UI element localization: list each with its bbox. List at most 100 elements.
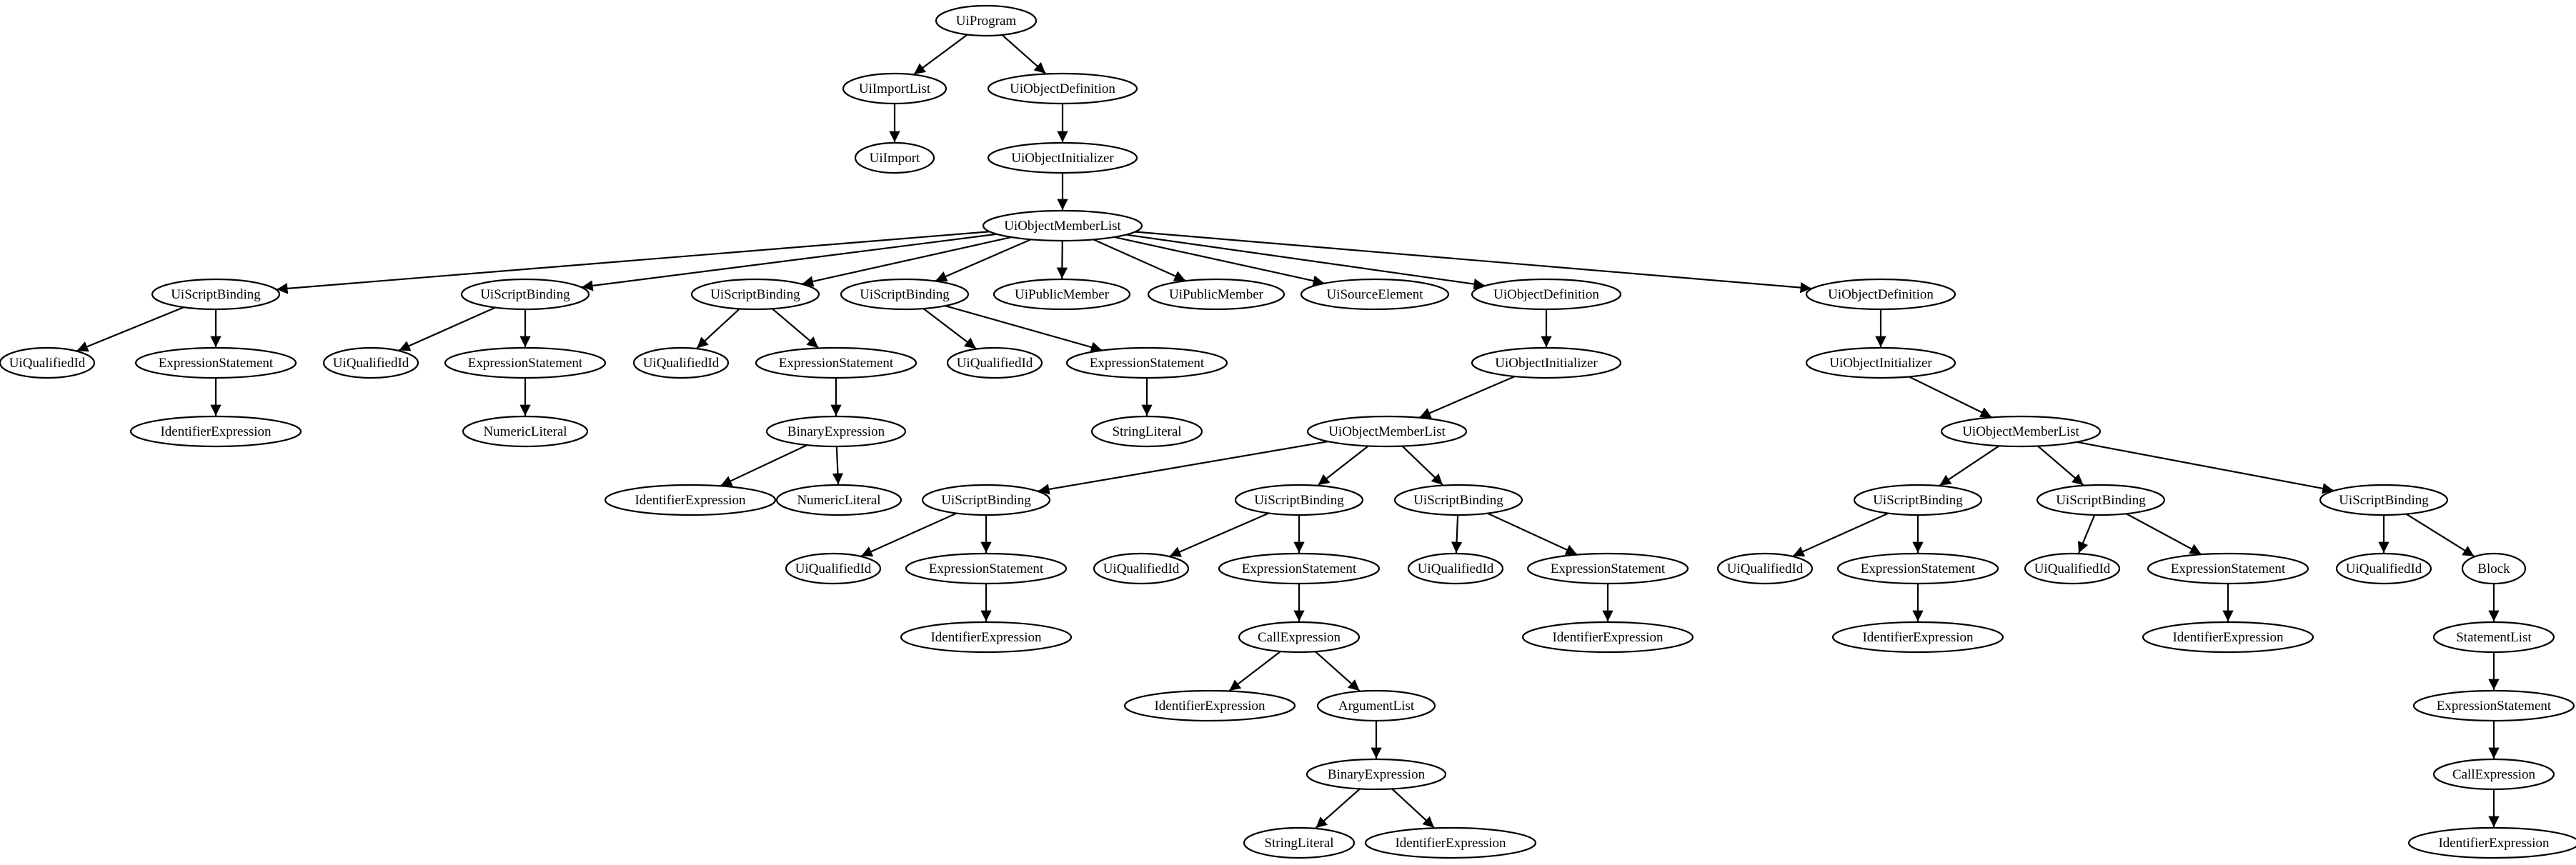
node-ellipse [842,72,948,105]
node-n45: ExpressionStatement [1526,552,1689,585]
node-label: UiObjectInitializer [1011,151,1114,166]
node-label: UiQualifiedId [9,356,86,371]
node-ellipse [1243,826,1356,859]
node-label: UiImportList [859,81,931,96]
node-n48: UiObjectInitializer [1805,346,1956,379]
edge-n29-n30 [1038,441,1328,495]
node-ellipse [322,346,419,379]
node-n62: ExpressionStatement [2412,689,2575,722]
node-n51: UiQualifiedId [1716,552,1814,585]
node-label: IdentifierExpression [1154,699,1265,714]
node-n11: UiQualifiedId [322,346,419,379]
node-ellipse [765,415,907,448]
node-ellipse [2432,621,2555,654]
node-label: ExpressionStatement [1861,561,1976,576]
node-label: NumericLiteral [483,424,567,439]
node-n18: IdentifierExpression [604,484,777,516]
node-ellipse [775,484,902,516]
node-ellipse [1521,621,1694,654]
node-label: CallExpression [2452,767,2536,782]
node-n55: UiQualifiedId [2024,552,2121,585]
node-label: UiScriptBinding [1413,493,1503,508]
edge-n29-n34 [1317,445,1369,486]
node-n36: ExpressionStatement [1218,552,1381,585]
edge-n40-n42 [1391,788,1435,829]
node-n8: ExpressionStatement [134,346,297,379]
node-label: UiImport [870,151,920,166]
node-label: UiSourceElement [1326,287,1423,302]
edge-n54-n55 [2077,514,2096,554]
edge-n43-n45 [1487,512,1578,556]
edge-n10-n11 [398,306,496,351]
edge-n17-n19 [832,446,844,485]
node-ellipse [905,552,1068,585]
node-ellipse [460,278,590,311]
edge-n58-n60 [2405,513,2475,557]
node-ellipse [1238,621,1361,654]
node-n12: ExpressionStatement [444,346,607,379]
node-ellipse [982,209,1143,242]
node-n22: ExpressionStatement [1065,346,1228,379]
edge-n5-n47 [1135,231,1812,294]
node-ellipse [987,72,1138,105]
node-label: UiScriptBinding [2339,493,2429,508]
node-n54: UiScriptBinding [2036,484,2166,516]
node-label: UiObjectDefinition [1010,81,1115,96]
node-label: ArgumentList [1338,699,1415,714]
node-ellipse [1065,346,1228,379]
node-label: UiQualifiedId [1418,561,1494,576]
node-ellipse [1123,689,1296,722]
node-n41: StringLiteral [1243,826,1356,859]
node-ellipse [1940,415,2102,448]
edge-n29-n43 [1401,445,1443,486]
node-ellipse [1471,346,1622,379]
node-label: IdentifierExpression [635,493,746,508]
edge-n6-n7 [76,306,184,352]
node-ellipse [2024,552,2121,585]
node-n64: IdentifierExpression [2407,826,2576,859]
node-n7: UiQualifiedId [0,346,96,379]
node-ellipse [632,346,730,379]
node-n30: UiScriptBinding [921,484,1051,516]
node-label: IdentifierExpression [930,630,1042,645]
node-label: ExpressionStatement [468,356,583,371]
node-ellipse [987,141,1138,174]
node-label: UiObjectMemberList [1962,424,2079,439]
node-n2: UiImport [854,141,935,174]
node-n50: UiScriptBinding [1853,484,1983,516]
node-n19: NumericLiteral [775,484,902,516]
node-n6: UiScriptBinding [151,278,281,311]
node-ellipse [1836,552,1999,585]
node-label: UiQualifiedId [1727,561,1804,576]
node-ellipse [1306,415,1468,448]
node-label: IdentifierExpression [1395,836,1506,851]
edge-n0-n1 [913,34,968,75]
node-n26: UiSourceElement [1300,278,1450,311]
edges-layer [76,34,2500,829]
node-n53: IdentifierExpression [1831,621,2004,654]
edge-n5-n26 [1114,236,1325,286]
node-label: UiScriptBinding [860,287,950,302]
node-n44: UiQualifiedId [1407,552,1504,585]
node-n43: UiScriptBinding [1393,484,1523,516]
node-label: UiObjectInitializer [1829,356,1932,371]
node-label: UiQualifiedId [957,356,1033,371]
node-label: ExpressionStatement [2171,561,2286,576]
node-ellipse [1306,758,1447,791]
node-label: BinaryExpression [1328,767,1426,782]
edge-n49-n58 [2077,441,2334,494]
edge-n20-n21 [923,308,977,349]
node-ellipse [1805,278,1956,311]
node-n17: BinaryExpression [765,415,907,448]
node-label: UiScriptBinding [480,287,570,302]
node-ellipse [900,621,1073,654]
node-label: ExpressionStatement [1551,561,1666,576]
node-n24: UiPublicMember [993,278,1131,311]
node-n57: IdentifierExpression [2142,621,2314,654]
node-n35: UiQualifiedId [1093,552,1190,585]
edge-n34-n35 [1169,512,1269,557]
node-ellipse [1393,484,1523,516]
node-ellipse [2142,621,2314,654]
node-ellipse [935,4,1038,37]
